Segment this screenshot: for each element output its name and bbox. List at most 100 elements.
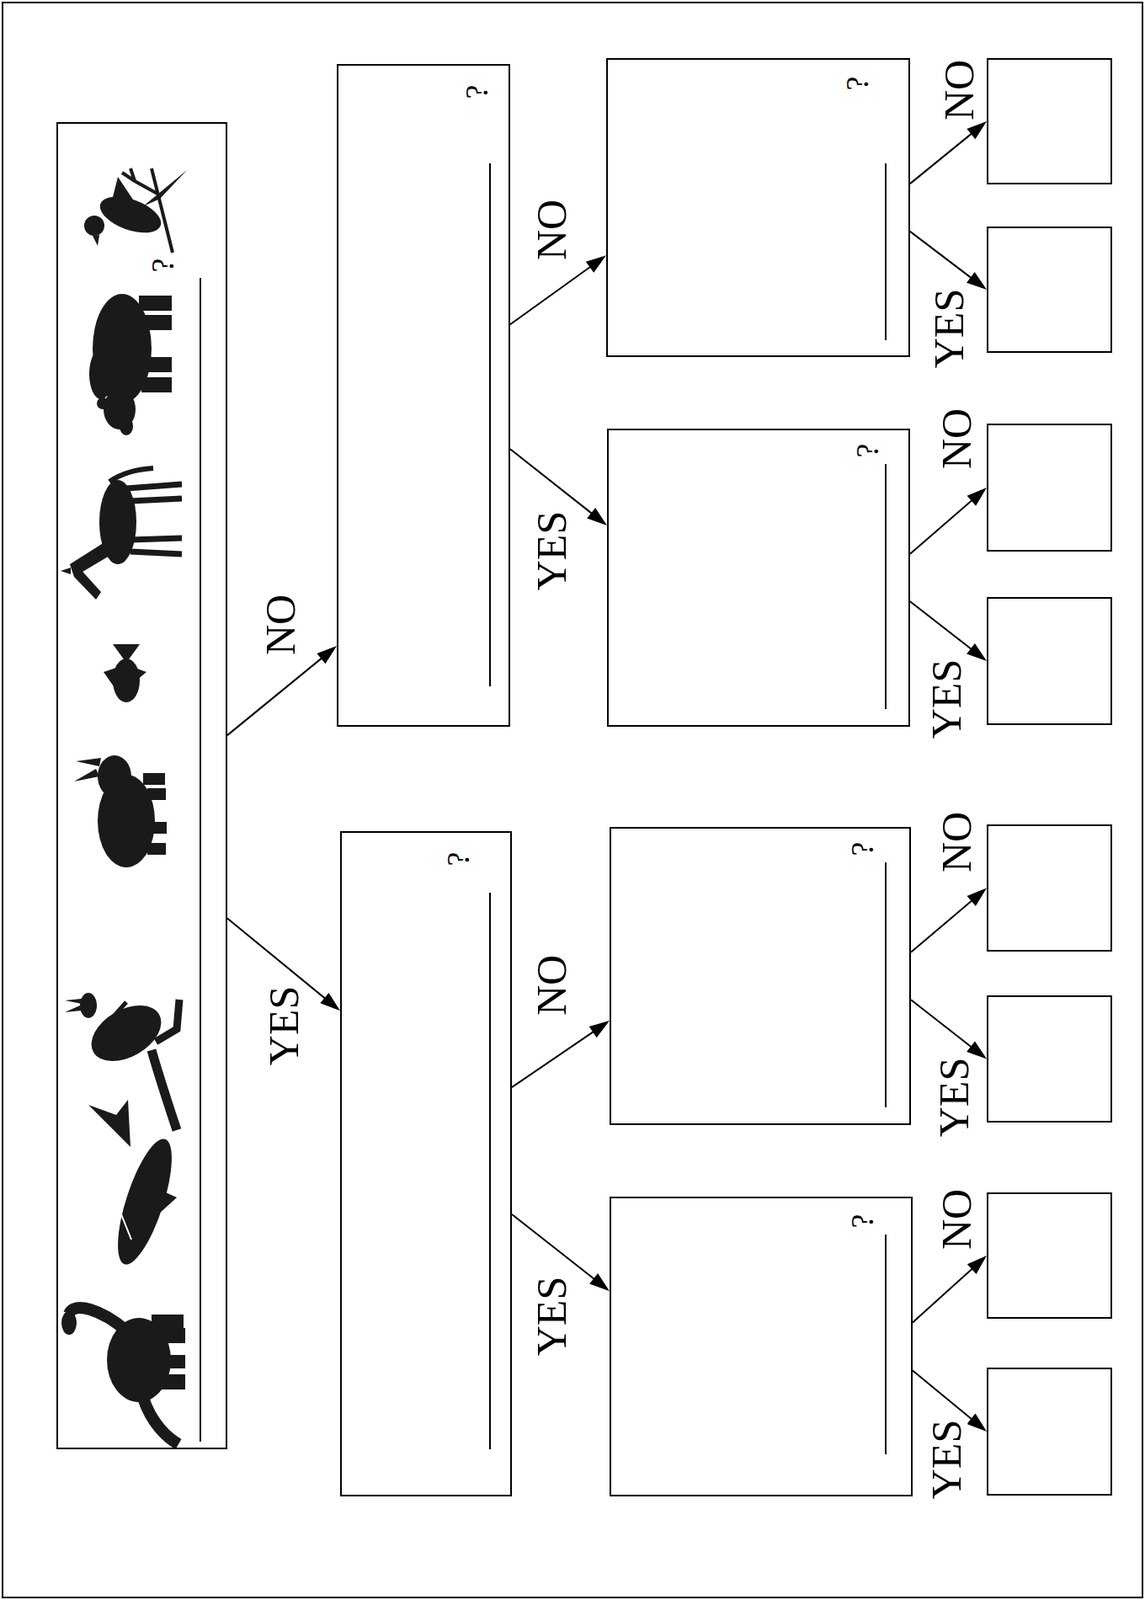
question-box: ? [609, 826, 911, 1125]
dinosaur-picture-part [155, 1374, 186, 1390]
question-mark: ? [146, 258, 179, 273]
arrowhead [316, 645, 337, 664]
bear-picture-part [141, 314, 172, 331]
horse-picture-part [74, 565, 102, 600]
branch-line [511, 1029, 596, 1087]
key-start-box: ? [56, 122, 228, 1449]
pig-picture-part [143, 772, 166, 785]
arrowhead [586, 507, 608, 526]
fish-picture-part [103, 667, 117, 689]
branch-arrow [510, 255, 607, 325]
answer-line-part [884, 463, 887, 709]
branch-label: YES [925, 657, 968, 741]
bear-picture-part [141, 377, 172, 393]
question-mark: ? [442, 852, 474, 867]
bear-picture-part [119, 416, 134, 436]
dinosaur-picture-part [69, 1307, 127, 1331]
branch-line [910, 132, 974, 184]
question-mark: ? [846, 1214, 879, 1229]
branch-label: NO [937, 58, 980, 123]
branch-arrow [511, 1020, 610, 1087]
branch-line [910, 231, 974, 280]
branch-label: YES [530, 509, 573, 592]
answer-box [986, 226, 1113, 353]
question-box: ? [340, 830, 512, 1497]
arrowhead [589, 1272, 610, 1291]
branch-label: YES [927, 287, 970, 370]
arrowhead [967, 487, 987, 506]
arrowhead [966, 121, 987, 139]
answer-line-part [489, 163, 491, 687]
arrowhead [585, 255, 607, 273]
answer-line-part [199, 277, 202, 1442]
branch-arrow [227, 645, 337, 735]
answer-box [986, 995, 1113, 1123]
answer-box [986, 824, 1113, 952]
pig-picture-part [97, 755, 132, 798]
kangaroo-picture-part [64, 998, 82, 1012]
pig-picture-part [149, 821, 167, 834]
question-box: ? [336, 63, 511, 727]
fish-picture-part [112, 644, 140, 663]
kangaroo-picture-part [113, 1001, 127, 1017]
whale-picture-part [88, 1099, 131, 1147]
answer-line-part [884, 163, 887, 341]
branch-arrow [910, 487, 987, 554]
whale-picture-part [106, 1133, 183, 1270]
arrowhead [589, 1020, 610, 1038]
arrowhead [966, 643, 987, 661]
eagle-picture-part [109, 176, 135, 211]
answer-line-part [884, 862, 887, 1108]
answer-box [986, 1192, 1113, 1319]
answer-line-part [884, 1234, 887, 1454]
bear-picture [89, 293, 172, 436]
dinosaur-picture-part [151, 1314, 184, 1328]
fish-picture [103, 644, 147, 703]
fish-picture-part [134, 667, 147, 681]
branch-label: YES [932, 1055, 975, 1139]
pig-picture-part [147, 842, 166, 855]
pig-picture-part [147, 788, 166, 800]
question-box: ? [606, 58, 911, 357]
bear-picture-part [138, 295, 172, 311]
branch-arrow [910, 121, 987, 184]
branch-arrow [910, 601, 987, 661]
dinosaur-picture-part [155, 1327, 186, 1343]
dinosaur-picture-part [61, 1310, 77, 1335]
branch-label: NO [935, 406, 978, 471]
branch-arrow [910, 999, 987, 1059]
eagle-picture-part [92, 234, 100, 246]
horse-picture [60, 468, 182, 600]
branch-label: NO [530, 197, 573, 262]
arrowhead [967, 888, 987, 907]
branch-arrow [910, 888, 987, 953]
animal-pictures [60, 168, 187, 1444]
dinosaur-picture-part [158, 1354, 186, 1369]
branch-line [511, 1214, 597, 1281]
branch-line [910, 898, 975, 952]
pig-picture-part [74, 768, 100, 782]
arrowhead [967, 1255, 987, 1274]
answer-box [986, 1367, 1113, 1496]
whale-picture [88, 1099, 183, 1270]
question-mark: ? [460, 85, 493, 100]
branch-arrow [910, 231, 987, 290]
dinosaur-picture-part [143, 1397, 179, 1444]
branch-line [912, 1266, 975, 1322]
question-box: ? [609, 1196, 913, 1497]
question-mark: ? [846, 841, 879, 857]
branch-label: YES [262, 984, 305, 1067]
branch-label: YES [925, 1417, 968, 1501]
branch-label: NO [259, 592, 302, 657]
branch-line [910, 498, 975, 554]
eagle-picture [84, 168, 187, 253]
horse-picture-part [126, 484, 182, 554]
branch-line [227, 656, 325, 735]
answer-line-part [489, 892, 491, 1449]
branch-label: YES [530, 1274, 573, 1358]
answer-box [986, 423, 1113, 552]
whale-picture-part [117, 1171, 132, 1240]
branch-line [510, 265, 593, 325]
